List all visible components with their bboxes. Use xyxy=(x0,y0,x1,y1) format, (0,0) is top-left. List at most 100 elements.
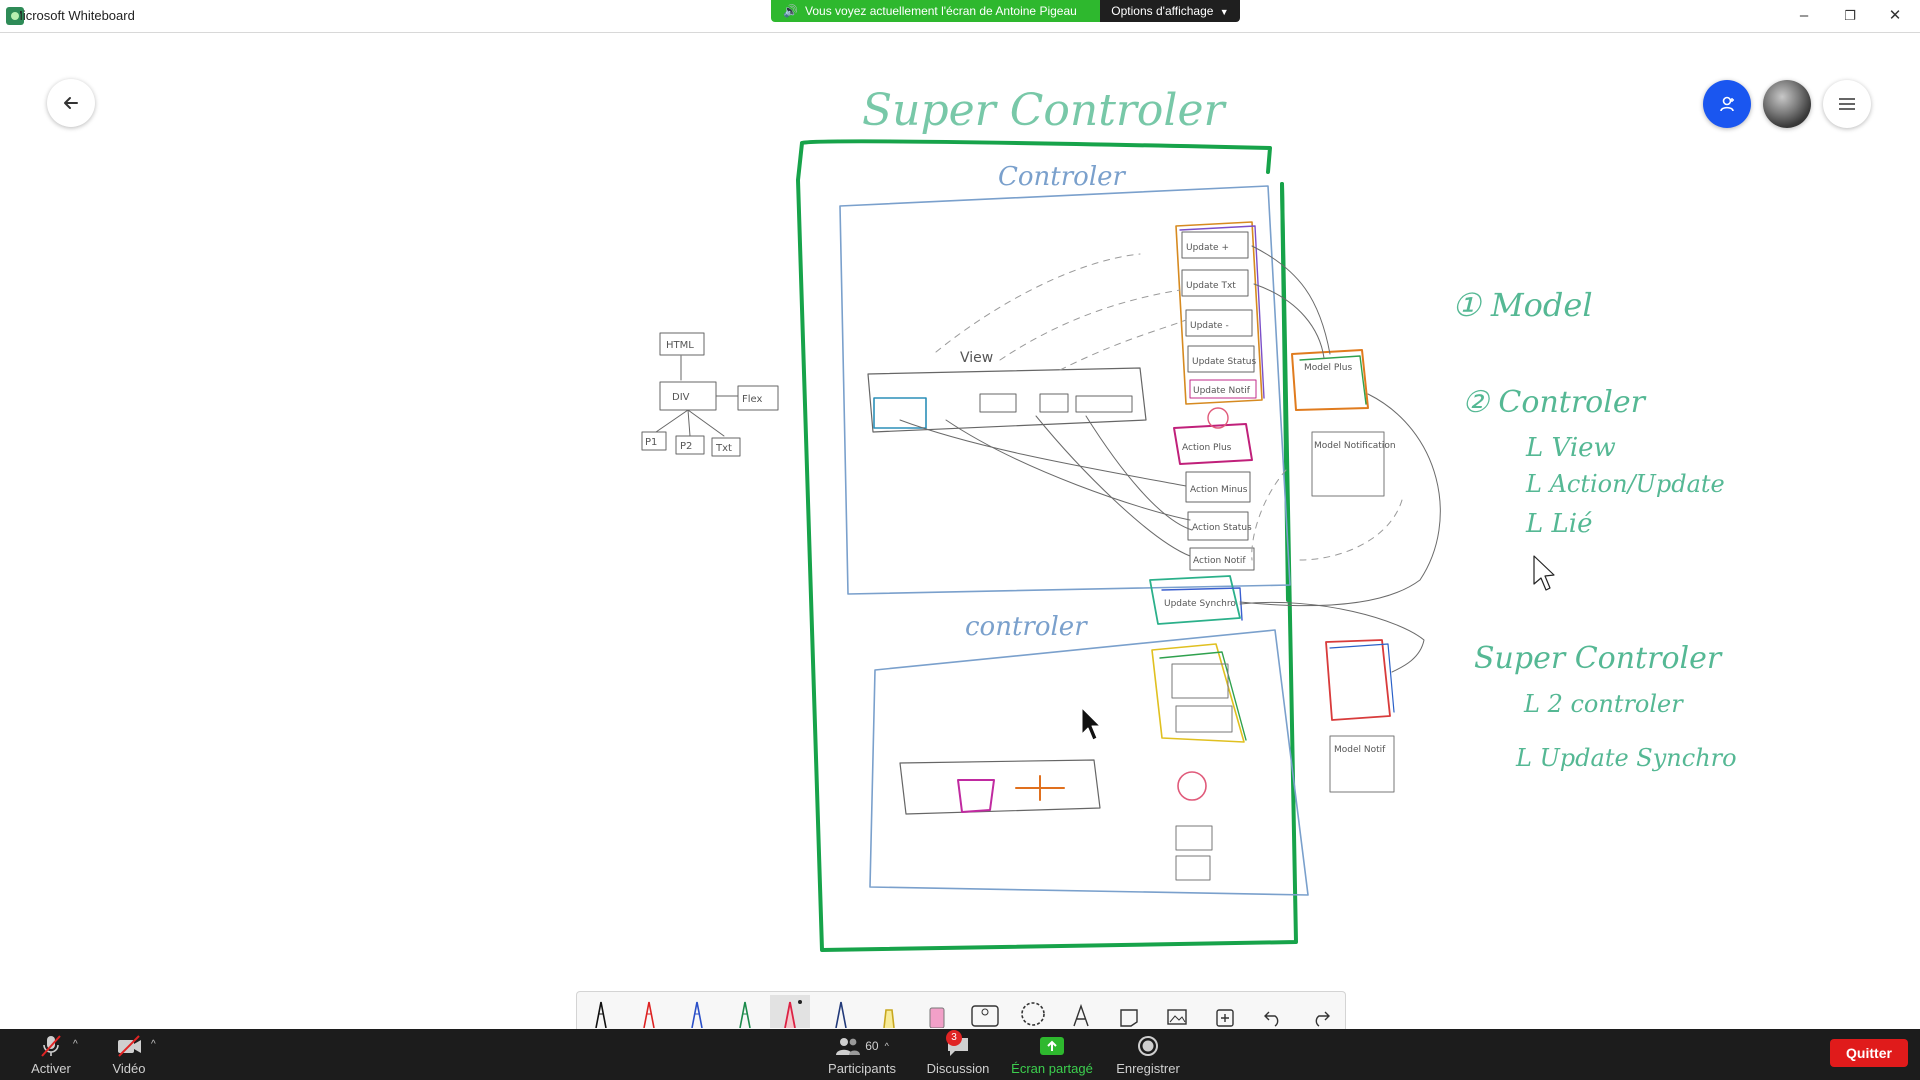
dom-tree xyxy=(641,332,779,457)
mute-options-caret-icon[interactable]: ^ xyxy=(73,1039,78,1050)
pen-green-icon[interactable] xyxy=(727,995,763,1028)
video-button[interactable]: Vidéo xyxy=(106,1033,152,1076)
cycle-arrow-bottom xyxy=(1177,771,1207,801)
back-button[interactable] xyxy=(47,79,95,127)
bottom-view-minus-box xyxy=(957,779,995,813)
bottom-stack-frame xyxy=(1151,643,1245,743)
video-label: Vidéo xyxy=(112,1061,146,1076)
tree-label-txt: Txt xyxy=(715,443,732,454)
view-txt-box xyxy=(979,393,1017,413)
note-2-controler: L 2 controler xyxy=(1523,690,1684,718)
share-screen-label: Écran partagé xyxy=(1011,1061,1093,1076)
participants-icon xyxy=(836,1038,861,1055)
box-label-update-minus: Update - xyxy=(1190,321,1229,331)
screen-share-banner: 🔊 Vous voyez actuellement l'écran de Ant… xyxy=(771,0,1101,22)
restore-button[interactable]: ❐ xyxy=(1844,8,1856,23)
cursor-local-icon xyxy=(1081,707,1101,741)
note-model: ① Model xyxy=(1452,286,1593,324)
pen-blue-icon[interactable] xyxy=(679,995,715,1028)
model-plus-box xyxy=(1291,349,1369,411)
lasso-icon[interactable] xyxy=(1015,995,1051,1028)
video-off-icon xyxy=(118,1035,141,1057)
invite-button[interactable] xyxy=(1703,80,1751,128)
mute-label: Activer xyxy=(31,1061,71,1076)
ruler-icon[interactable] xyxy=(967,995,1003,1028)
eraser-icon[interactable] xyxy=(919,995,955,1028)
minimize-button[interactable]: – xyxy=(1799,7,1809,24)
note-controler: ② Controler xyxy=(1462,385,1647,420)
window-title: Microsoft Whiteboard xyxy=(20,8,135,23)
controler-bottom-box xyxy=(869,629,1309,896)
pen-red-icon[interactable] xyxy=(631,995,667,1028)
hamburger-menu-icon xyxy=(1839,98,1855,110)
view-bar xyxy=(867,367,1147,433)
quit-meeting-button[interactable]: Quitter xyxy=(1830,1039,1908,1067)
update-synchro-box xyxy=(1149,575,1241,625)
box-label-model-notification: Model Notification xyxy=(1314,441,1396,451)
pen-black-icon[interactable] xyxy=(583,995,619,1028)
update-stack-frame xyxy=(1175,221,1263,405)
whiteboard-canvas[interactable]: Super Controler Controler controler View xyxy=(0,33,1920,1029)
update-notif-box xyxy=(1189,379,1257,399)
image-icon[interactable] xyxy=(1159,995,1195,1028)
note-view: L View xyxy=(1525,433,1616,463)
box-label-action-notif: Action Notif xyxy=(1193,556,1246,566)
view-options-button[interactable]: Options d'affichage ▼ xyxy=(1100,0,1240,22)
record-label: Enregistrer xyxy=(1116,1061,1180,1076)
tree-label-p2: P2 xyxy=(680,441,692,452)
share-screen-icon xyxy=(1040,1037,1064,1055)
sketch-label-controler-top: Controler xyxy=(998,162,1127,192)
text-icon[interactable] xyxy=(1063,995,1099,1028)
close-button[interactable]: ✕ xyxy=(1888,7,1902,24)
box-label-update-status: Update Status xyxy=(1192,357,1256,367)
box-label-action-plus: Action Plus xyxy=(1182,443,1232,453)
note-lie: L Lié xyxy=(1525,509,1593,539)
sketch-title-super-controler: Super Controler xyxy=(862,85,1228,136)
update-stack-frame-purple xyxy=(1179,225,1265,399)
redo-icon[interactable] xyxy=(1303,995,1339,1028)
pen-selected-icon[interactable] xyxy=(770,995,810,1028)
update-plus-box xyxy=(1181,231,1249,259)
insert-icon[interactable] xyxy=(1207,995,1243,1028)
share-screen-button[interactable]: Écran partagé xyxy=(1009,1033,1095,1076)
mute-button[interactable]: Activer xyxy=(28,1033,74,1076)
video-options-caret-icon[interactable]: ^ xyxy=(151,1039,156,1050)
bottom-small-box-1 xyxy=(1175,825,1213,851)
speaker-icon: 🔊 xyxy=(783,4,798,18)
share-banner-text: Vous voyez actuellement l'écran de Antoi… xyxy=(805,4,1077,18)
bottom-stack-box-2 xyxy=(1175,705,1233,733)
box-label-update-synchro: Update Synchro xyxy=(1164,599,1236,609)
view-options-label: Options d'affichage xyxy=(1111,4,1214,18)
action-notif-box xyxy=(1189,547,1255,571)
update-minus-box xyxy=(1185,309,1253,337)
menu-button[interactable] xyxy=(1823,80,1871,128)
controler-top-box xyxy=(839,185,1291,595)
note-super-controler: Super Controler xyxy=(1474,641,1723,676)
note-update-synchro: L Update Synchro xyxy=(1515,744,1737,772)
participants-caret-icon[interactable]: ^ xyxy=(884,1041,889,1051)
dashed-links xyxy=(935,253,1403,561)
tool-palette xyxy=(576,991,1346,1030)
chat-label: Discussion xyxy=(926,1061,990,1076)
whiteboard-app-icon xyxy=(6,7,24,25)
user-avatar[interactable] xyxy=(1763,80,1811,128)
arrow-left-icon xyxy=(64,97,78,109)
tree-label-html: HTML xyxy=(666,340,694,351)
bottom-stack-frame-inner xyxy=(1159,651,1247,741)
participants-button[interactable]: 60 ^ Participants xyxy=(820,1033,904,1076)
add-person-icon xyxy=(1720,96,1734,112)
connection-lines xyxy=(899,245,1441,673)
highlighter-icon[interactable] xyxy=(871,995,907,1028)
pen-navy-icon[interactable] xyxy=(823,995,859,1028)
cycle-arrow-top xyxy=(1207,407,1229,429)
model-status-box xyxy=(1329,735,1395,793)
record-button[interactable]: Enregistrer xyxy=(1112,1033,1184,1076)
chat-button[interactable]: 3 Discussion xyxy=(924,1030,992,1076)
box-label-model-plus: Model Plus xyxy=(1304,363,1353,373)
sketch-label-view: View xyxy=(960,350,993,366)
undo-icon[interactable] xyxy=(1255,995,1291,1028)
dom-tree-labels: HTML DIV Flex P1 P2 Txt xyxy=(645,340,763,454)
update-status-box xyxy=(1187,345,1255,373)
sticky-note-icon[interactable] xyxy=(1111,995,1147,1028)
box-labels: Update + Update Txt Update - Update Stat… xyxy=(1164,243,1396,755)
